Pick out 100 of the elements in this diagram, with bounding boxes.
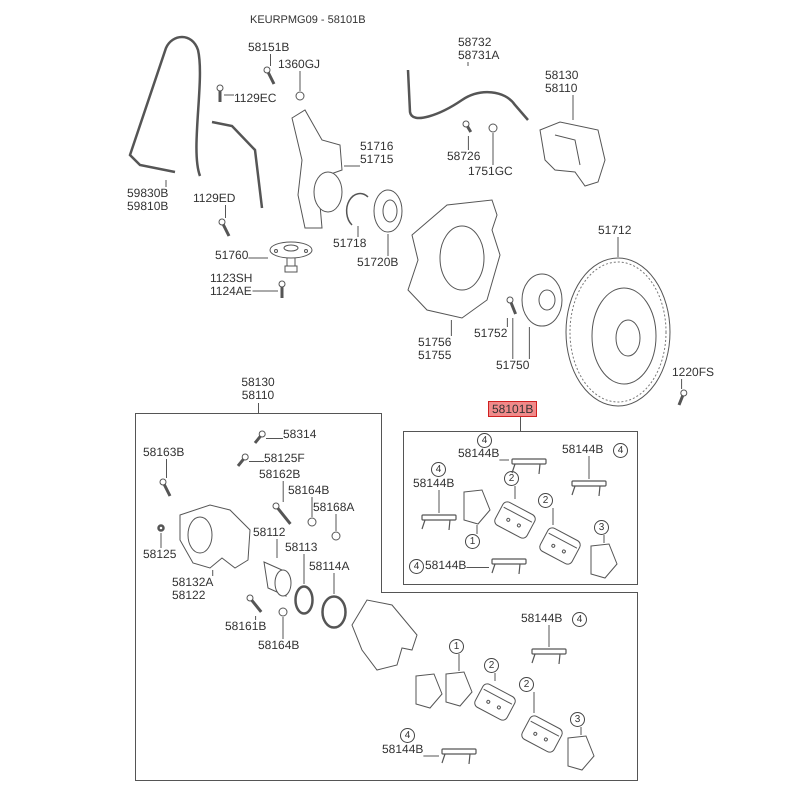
part-number: 58113	[285, 541, 318, 554]
leader-line	[225, 204, 226, 218]
circled-number: 4	[409, 559, 424, 574]
leader-line	[476, 524, 478, 534]
part-number: 58726	[447, 150, 480, 163]
part-number: 58125	[143, 548, 176, 561]
circled-number: 2	[484, 658, 499, 673]
nut-drawing	[331, 531, 341, 541]
part-number: 58144B	[562, 443, 604, 456]
leader-line	[588, 456, 590, 480]
leader-line	[512, 318, 514, 360]
part-number: 58168A	[313, 501, 354, 514]
circled-number: 2	[519, 677, 534, 692]
pad-shim-drawing	[463, 489, 491, 525]
part-number: 58164B	[288, 484, 330, 497]
leader-line	[494, 672, 496, 682]
part-number: 1123SH 1124AE	[210, 272, 252, 298]
circled-number: 3	[594, 520, 609, 535]
leader-line	[548, 624, 550, 648]
circled-number: 4	[613, 443, 628, 458]
nut-drawing	[307, 517, 317, 527]
part-number: 51718	[333, 237, 366, 250]
seal-ring-drawing	[293, 584, 315, 616]
circled-number: 4	[572, 612, 587, 627]
circled-number: 3	[570, 712, 585, 727]
part-number: 51720B	[357, 256, 398, 269]
part-number: 58144B	[413, 477, 454, 490]
wheel-hub-drawing	[521, 273, 563, 327]
part-number: 1129EC	[234, 92, 276, 105]
caliper-housing-drawing	[178, 503, 252, 570]
leader-line	[514, 486, 516, 500]
circled-number: 4	[431, 462, 446, 477]
circled-number: 2	[504, 471, 519, 486]
leader-line	[282, 480, 284, 502]
leader-line	[282, 616, 284, 640]
part-number: 58162B	[259, 468, 300, 481]
leader-line	[552, 508, 554, 526]
leader-line	[458, 654, 460, 672]
leader-line	[468, 136, 469, 150]
part-number: 58144B	[458, 447, 500, 460]
brake-caliper-drawing	[538, 120, 608, 188]
steering-knuckle-drawing	[290, 108, 344, 230]
part-number: 1751GC	[468, 165, 513, 178]
part-number: 1129ED	[193, 192, 236, 205]
bolt-drawing	[272, 502, 294, 528]
part-number: 58151B	[248, 41, 290, 54]
leader-line	[528, 326, 530, 360]
part-number: 58164B	[258, 639, 300, 652]
part-number: 58112	[253, 526, 286, 539]
leader-line	[265, 438, 284, 439]
part-number: 58130 58110	[545, 69, 578, 95]
highlighted-part-number: 58101B	[488, 401, 538, 417]
pad-shim-drawing	[590, 543, 618, 579]
circled-number: 4	[477, 433, 492, 448]
diagram-title: KEURPMG09 - 58101B	[250, 14, 366, 26]
leader-line	[466, 567, 490, 568]
leader-line	[224, 94, 234, 96]
dust-shield-drawing	[406, 198, 503, 320]
part-number: 58144B	[521, 612, 562, 625]
circled-number: 2	[538, 493, 553, 508]
leader-line	[160, 532, 162, 548]
leader-line	[270, 54, 271, 66]
part-number: 58314	[283, 428, 316, 441]
leader-line	[492, 132, 494, 166]
circled-number: 1	[449, 639, 464, 654]
part-number: 58132A 58122	[172, 576, 213, 602]
pad-shim-drawing	[567, 735, 595, 771]
part-number: 1220FS	[672, 366, 714, 379]
part-number: 59830B 59810B	[127, 187, 168, 213]
leader-line	[166, 458, 167, 478]
leader-line	[450, 320, 452, 336]
nut-drawing	[295, 91, 305, 101]
cap-drawing	[156, 523, 166, 533]
leader-line	[252, 290, 278, 292]
nut-drawing	[278, 607, 288, 617]
circled-number: 1	[465, 534, 480, 549]
brake-disc-drawing	[565, 257, 671, 407]
part-number: 51756 51755	[418, 336, 452, 362]
leader-line	[248, 461, 264, 462]
leader-line	[212, 570, 214, 576]
part-number: 51716 51715	[360, 140, 394, 166]
part-number: 58144B	[425, 559, 466, 572]
wheel-bearing-drawing	[372, 188, 404, 234]
part-number: 58144B	[382, 743, 424, 756]
circled-number: 4	[400, 728, 415, 743]
part-number: 51760	[215, 249, 248, 262]
nut-drawing	[488, 123, 498, 133]
part-number: 1360GJ	[278, 58, 320, 71]
part-number: 51752	[474, 327, 508, 340]
dust-boot-drawing	[320, 594, 348, 630]
leader-line	[572, 94, 574, 120]
part-number: 58732 58731A	[458, 36, 500, 62]
part-number: 58130 58110	[240, 376, 276, 402]
leader-line	[438, 490, 440, 514]
part-number: 51750	[496, 359, 530, 372]
part-number: 51712	[598, 224, 632, 237]
leader-line	[506, 318, 508, 328]
leader-line	[681, 378, 682, 390]
leader-line	[276, 538, 278, 558]
part-number: 58161B	[225, 620, 266, 633]
